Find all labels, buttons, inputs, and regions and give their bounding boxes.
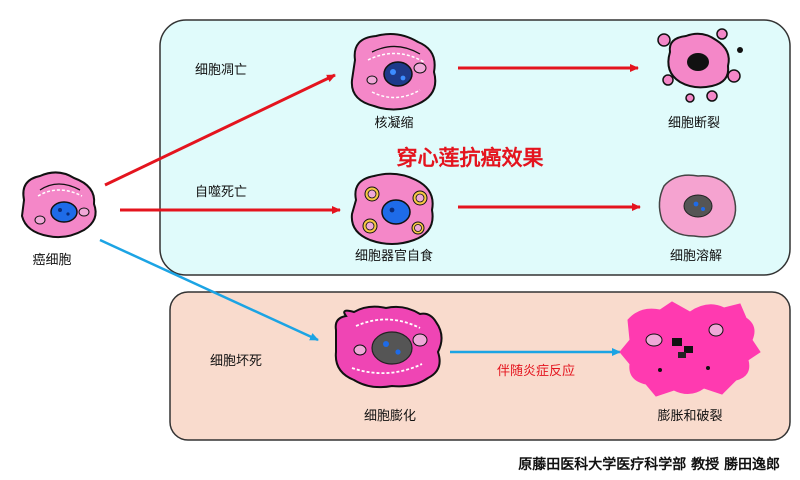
- label-apoptosis: 细胞凋亡: [195, 63, 248, 78]
- label-lysis: 细胞溶解: [669, 249, 723, 264]
- credit-line: 原藤田医科大学医疗科学部 教授 勝田逸郎: [518, 457, 780, 473]
- lysed-cell-icon: [658, 174, 737, 238]
- label-fragmentation: 细胞断裂: [667, 116, 721, 131]
- label-swelling-rupture: 膨胀和破裂: [657, 409, 723, 424]
- apoptosis-cell-icon: [350, 33, 437, 111]
- label-organelle-autophagy: 细胞器官自食: [354, 249, 434, 264]
- arrow-to-necrosis: [99, 238, 319, 342]
- label-inflammation: 伴随炎症反应: [496, 364, 576, 379]
- autophagy-cell-icon: [350, 172, 434, 245]
- label-autophagic-death: 自噬死亡: [195, 185, 248, 200]
- swollen-cell-icon: [334, 305, 443, 389]
- arrow-to-apoptosis: [104, 73, 336, 187]
- cancer-cell-icon: [20, 171, 97, 239]
- ruptured-cell-icon: [619, 301, 761, 397]
- label-swelling: 细胞膨化: [363, 409, 417, 424]
- fragmented-cell-icon: [657, 28, 743, 103]
- label-condensation: 核凝缩: [374, 116, 414, 131]
- diagram-title: 穿心莲抗癌效果: [396, 146, 544, 170]
- label-cancer-cell: 癌细胞: [32, 253, 72, 268]
- label-necrosis: 细胞坏死: [210, 354, 263, 369]
